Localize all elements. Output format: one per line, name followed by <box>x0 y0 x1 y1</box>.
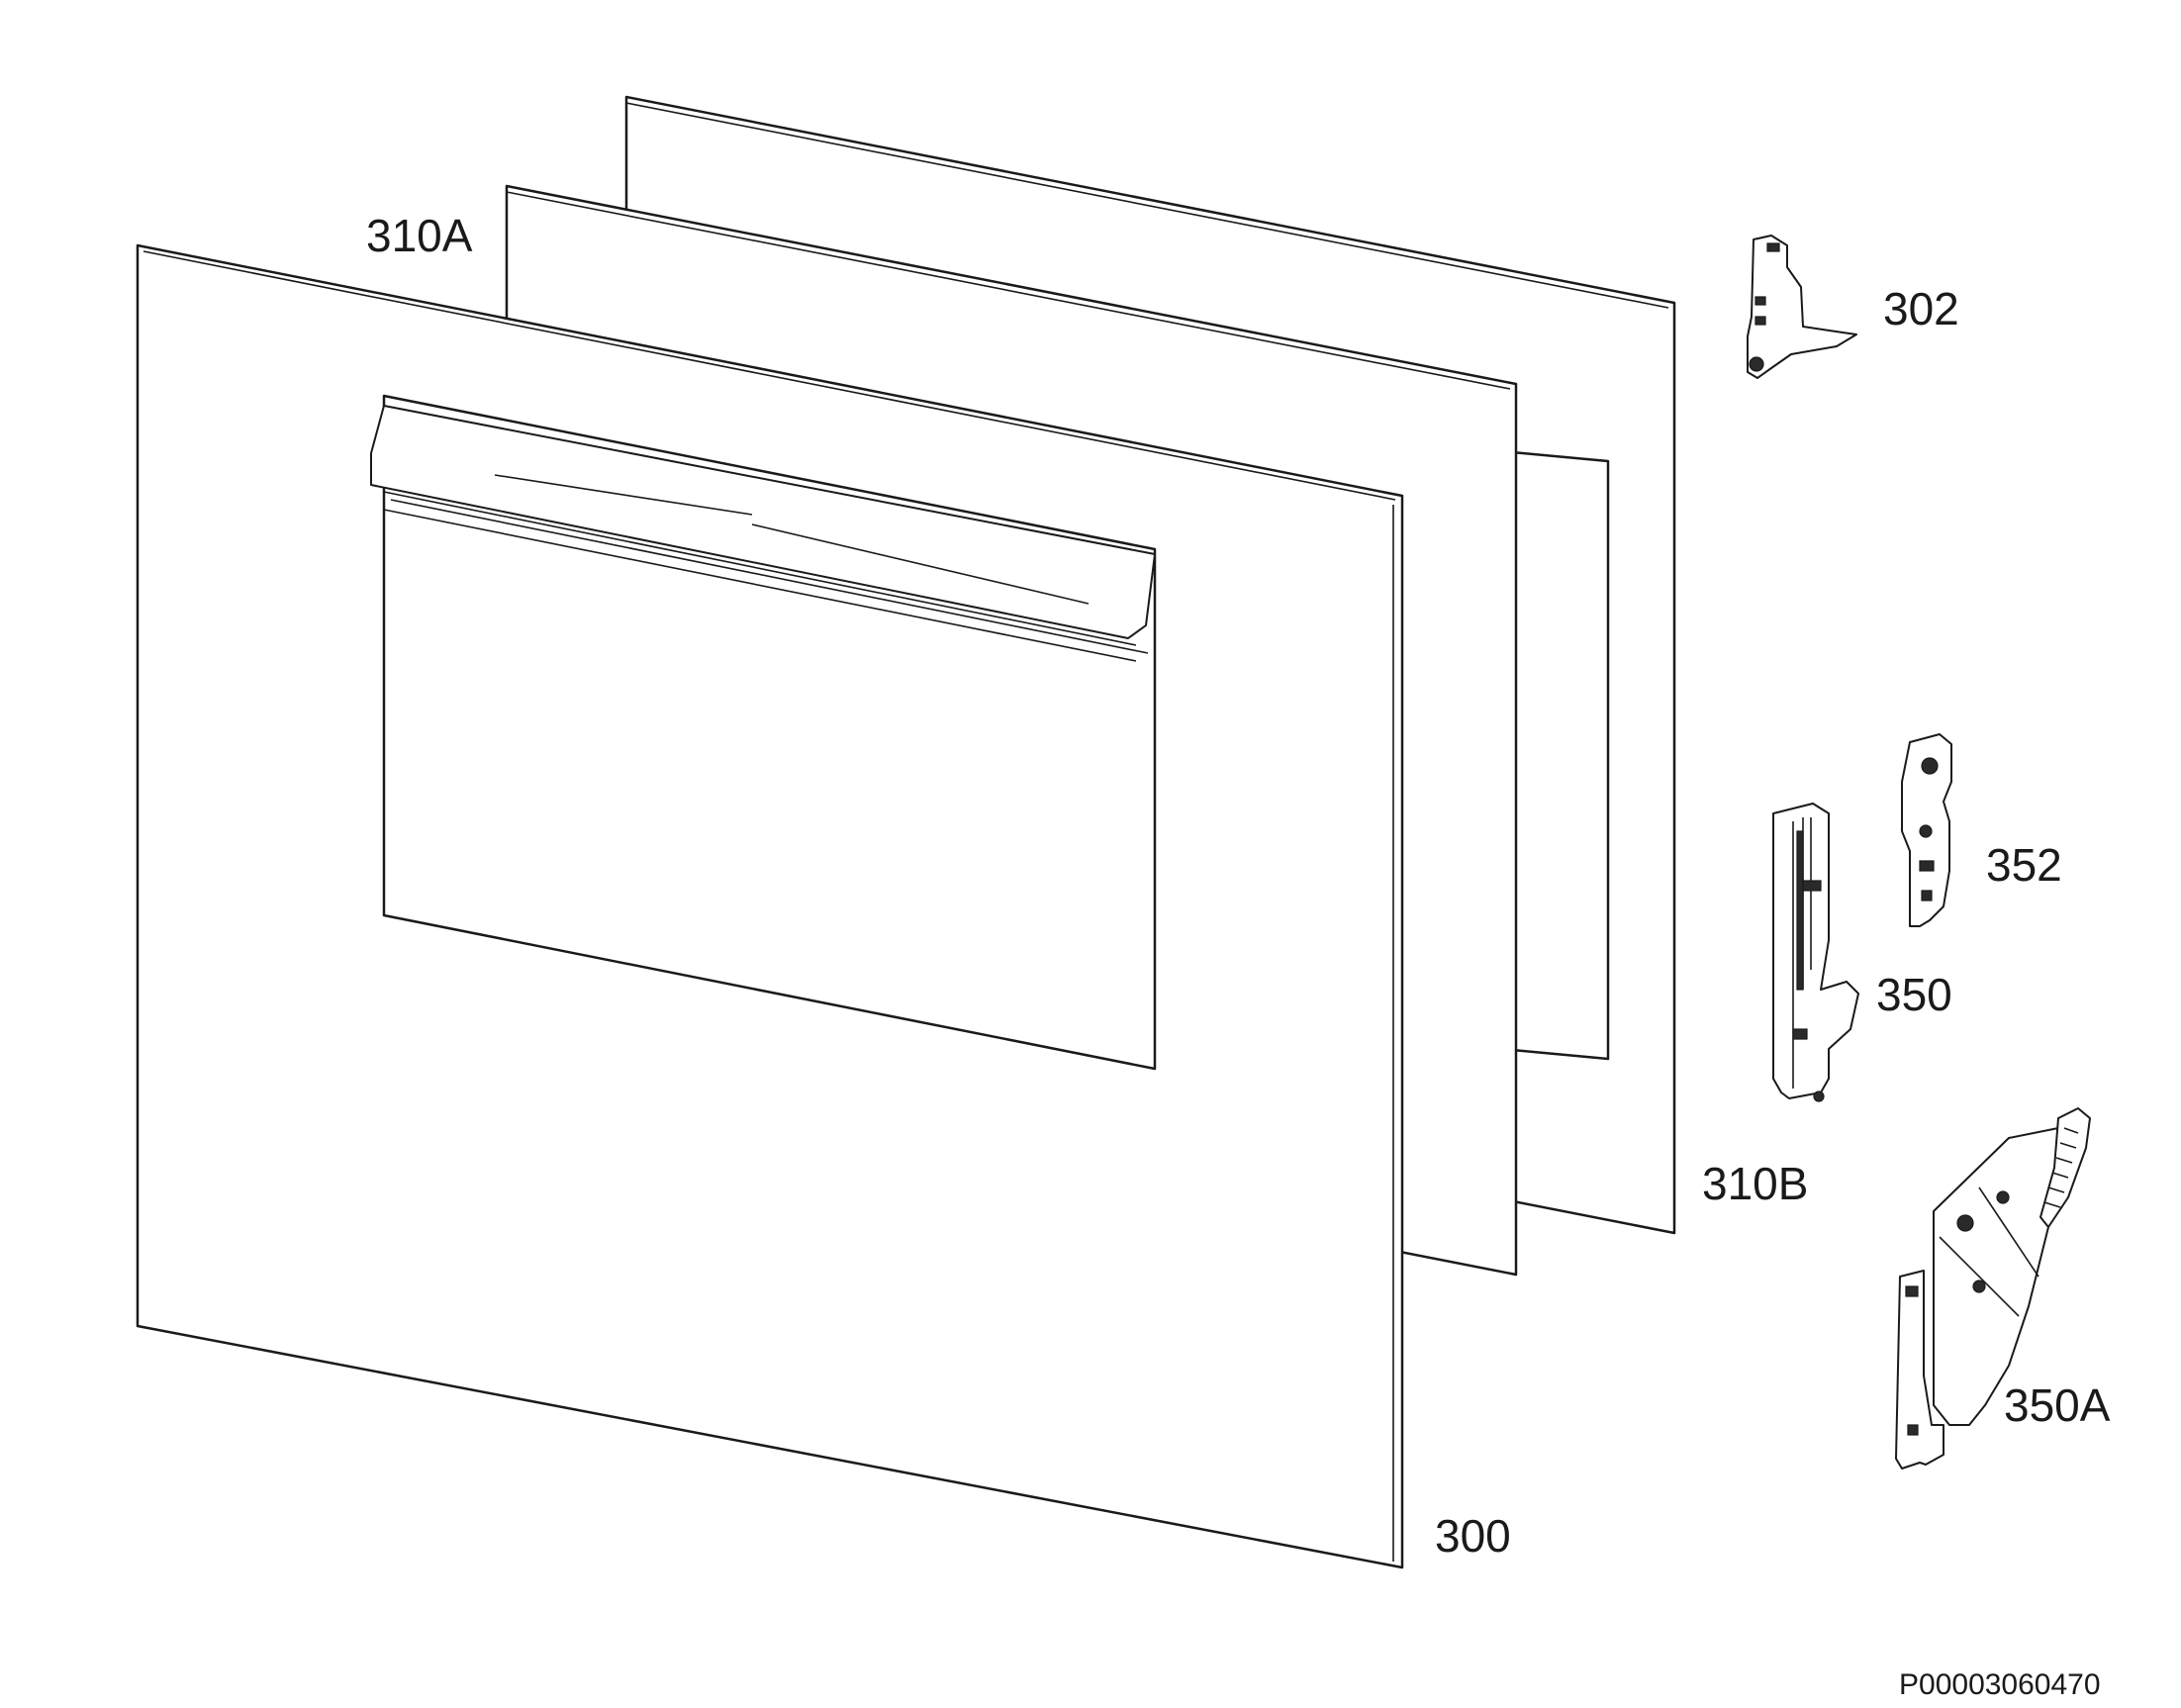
label-350: 350 <box>1876 969 1952 1020</box>
front-door-panel <box>136 243 1404 1569</box>
label-302: 302 <box>1883 283 1959 334</box>
label-310b: 310B <box>1702 1158 1808 1209</box>
right-hinge-assembly-part <box>1895 1107 2091 1470</box>
label-310a: 310A <box>366 210 473 261</box>
hinge-catch-part <box>1747 235 1857 379</box>
label-352: 352 <box>1986 839 2062 891</box>
door-handle-trim <box>370 405 1156 639</box>
label-300: 300 <box>1435 1510 1511 1562</box>
document-code: P00003060470 <box>1899 1668 2101 1701</box>
hinge-plate-part <box>1901 733 1952 927</box>
label-350a: 350A <box>2004 1379 2111 1431</box>
left-hinge-part <box>1772 803 1859 1102</box>
